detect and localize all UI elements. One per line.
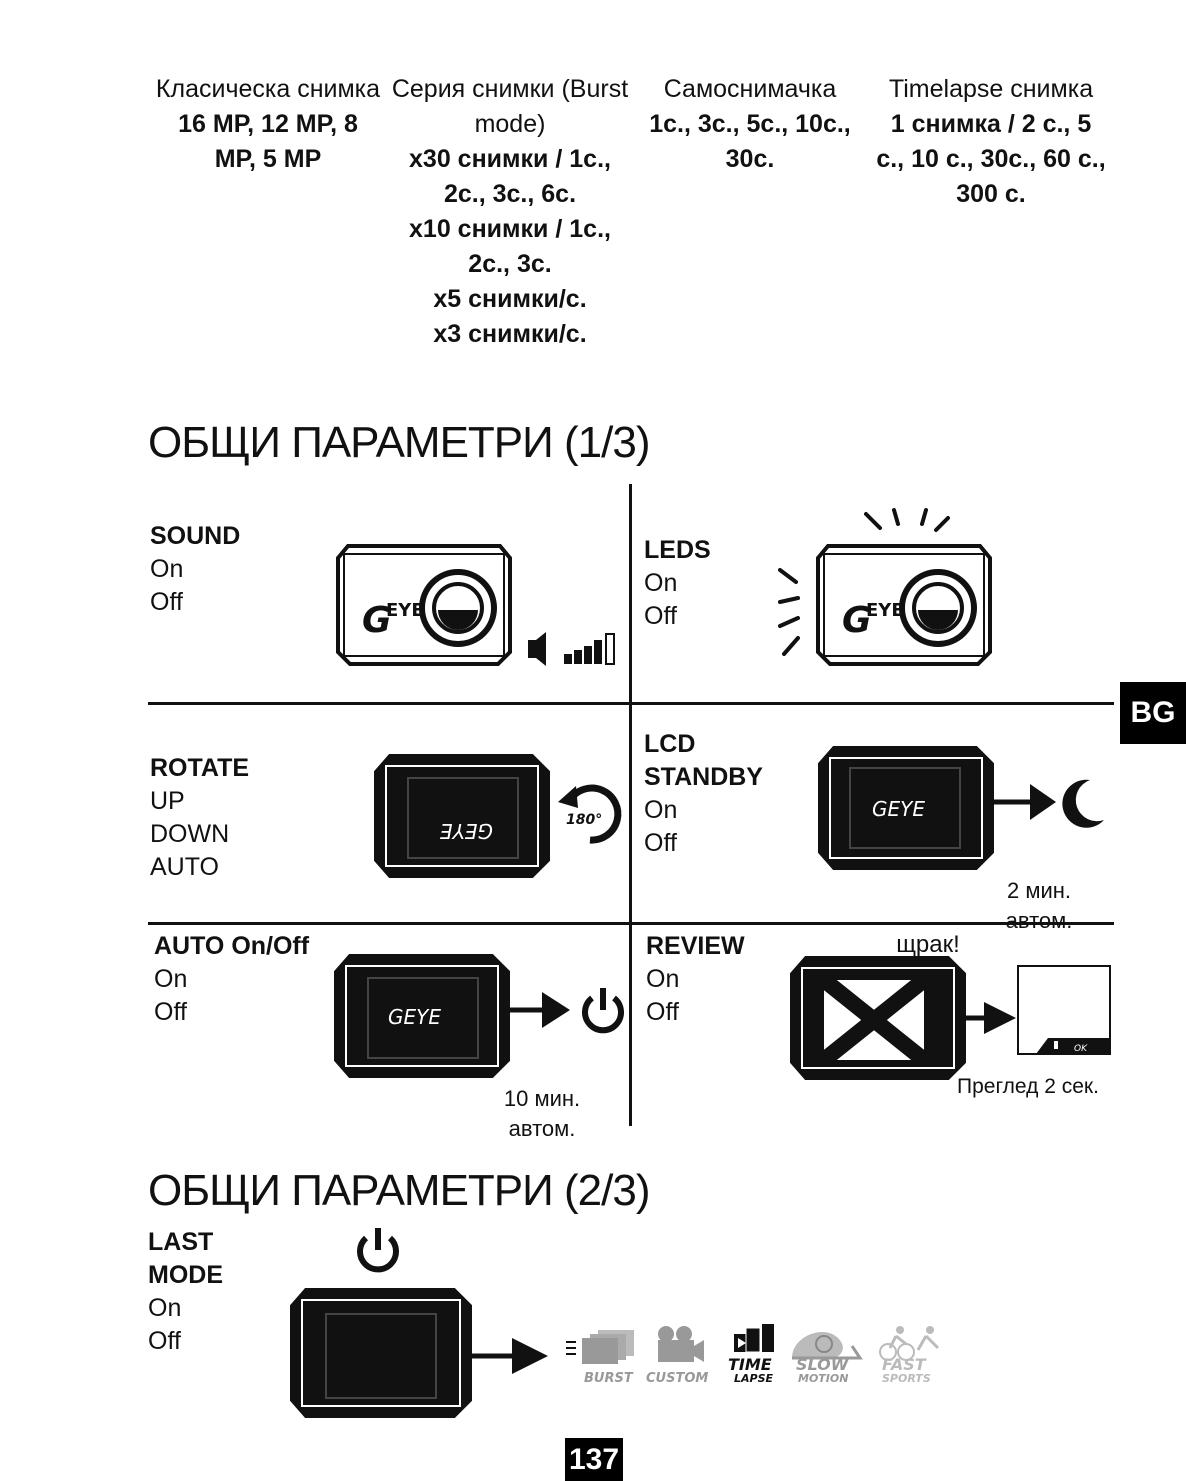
photo-mode-heading: Самоснимачка (663, 75, 837, 103)
svg-text:EYE: EYE (866, 600, 904, 621)
lcd-standby-note: 2 мин. автом. (1005, 878, 1073, 933)
option-off: Off (150, 588, 183, 616)
svg-text:G: G (362, 600, 392, 641)
mode-label-slow: SLOW (796, 1355, 850, 1374)
mode-label-sports: SPORTS (882, 1372, 931, 1385)
rotate-degrees-label: 180° (566, 812, 602, 828)
option-off: Off (646, 998, 679, 1026)
mode-label-time: TIME (728, 1355, 772, 1374)
setting-title: LAST MODE (148, 1228, 223, 1289)
burst-mode-icon: BURST (566, 1330, 634, 1386)
fast-sports-mode-icon: FAST SPORTS (879, 1326, 940, 1385)
option-down: DOWN (150, 820, 230, 848)
option-on: On (154, 965, 188, 993)
photo-mode-details: 1 снимка / 2 с., 5 с., 10 с., 30с., 60 с… (876, 110, 1106, 208)
grid-vertical-divider (629, 484, 632, 1126)
power-icon (357, 1228, 399, 1273)
page-number: 137 (565, 1438, 623, 1481)
setting-title: REVIEW (646, 932, 745, 960)
volume-icon (528, 632, 615, 666)
setting-lcd-standby: LCD STANDBY On Off (644, 728, 763, 860)
photo-mode-burst: Серия снимки (Burst mode) x30 снимки / 1… (388, 72, 632, 352)
ok-label: OK (1074, 1044, 1088, 1054)
rotate-180-icon: 180° (558, 784, 622, 844)
option-off: Off (644, 602, 677, 630)
photo-mode-heading: Серия снимки (Burst mode) (391, 75, 629, 138)
auto-off-note: 10 мин. автом. (503, 1086, 581, 1141)
svg-text:G: G (842, 600, 872, 641)
svg-text:EYE: EYE (386, 600, 424, 621)
moon-icon (1062, 779, 1104, 828)
option-on: On (646, 965, 680, 993)
setting-title: LCD STANDBY (644, 730, 763, 791)
setting-title: AUTO On/Off (154, 932, 310, 960)
slow-motion-mode-icon: SLOW MOTION (792, 1331, 863, 1385)
option-on: On (644, 796, 678, 824)
mode-label-custom: CUSTOM (646, 1371, 708, 1386)
mode-label-lapse: LAPSE (734, 1372, 774, 1385)
option-on: On (644, 569, 678, 597)
photo-mode-details: x30 снимки / 1с., 2с., 3с., 6с. x10 сним… (409, 145, 611, 348)
option-off: Off (154, 998, 187, 1026)
camera-screen-icon: GEYE (334, 954, 510, 1078)
photo-mode-heading: Timelapse снимка (888, 75, 1094, 103)
setting-leds: LEDS On Off (644, 534, 711, 633)
photo-mode-selftimer: Самоснимачка 1с., 3с., 5с., 10с., 30с. (640, 72, 860, 177)
photo-mode-details: 1с., 3с., 5с., 10с., 30с. (649, 110, 851, 173)
section-title-general-2: ОБЩИ ПАРАМЕТРИ (2/3) (148, 1166, 650, 1215)
option-up: UP (150, 787, 185, 815)
setting-review: REVIEW On Off (646, 930, 745, 1029)
click-sound-note: щрак! (896, 931, 960, 958)
setting-rotate: ROTATE UP DOWN AUTO (150, 752, 249, 884)
setting-title: LEDS (644, 536, 711, 564)
section-title-general-1: ОБЩИ ПАРАМЕТРИ (1/3) (148, 418, 650, 467)
setting-title: ROTATE (150, 754, 250, 782)
arrow-to-sleep-icon (994, 779, 1104, 828)
option-on: On (148, 1294, 182, 1322)
arrow-right-icon (472, 1338, 548, 1374)
language-badge: BG (1120, 682, 1186, 744)
setting-title: SOUND (150, 522, 241, 550)
photo-mode-heading: Класическа снимка (155, 75, 381, 103)
setting-last-mode: LAST MODE On Off (148, 1226, 223, 1358)
mode-label-motion: MOTION (798, 1372, 848, 1385)
camera-screen-icon: GEYE (818, 746, 994, 870)
grid-horizontal-divider-2 (148, 922, 1114, 925)
brand-label: GEYE (440, 819, 493, 843)
preview-screen: OK (1017, 965, 1111, 1055)
mode-label-fast: FAST (882, 1355, 927, 1374)
camera-modes-row: BURST CUSTOM TIME LAPSE SLOW MOTION FAST… (566, 1324, 940, 1386)
camera-front-icon: G EYE (336, 544, 512, 666)
custom-mode-icon: CUSTOM (646, 1326, 708, 1386)
camera-capture-icon (790, 956, 966, 1080)
power-icon (582, 988, 624, 1034)
camera-screen-icon (290, 1288, 472, 1418)
photo-mode-details: 16 MP, 12 MP, 8 MP, 5 MP (178, 110, 358, 173)
option-on: On (150, 555, 184, 583)
option-auto: AUTO (150, 853, 219, 881)
camera-rotated-icon: GEYE (374, 754, 550, 878)
brand-label: GEYE (388, 1005, 441, 1029)
option-off: Off (148, 1327, 181, 1355)
photo-mode-classic: Класическа снимка 16 MP, 12 MP, 8 MP, 5 … (150, 72, 386, 177)
arrow-to-preview-icon: OK (966, 965, 1111, 1055)
brand-label: GEYE (872, 797, 925, 821)
option-off: Off (644, 829, 677, 857)
setting-auto-onoff: AUTO On/Off On Off (154, 930, 309, 1029)
grid-horizontal-divider-1 (148, 702, 1114, 705)
arrow-to-power-icon (510, 988, 624, 1034)
review-note: Преглед 2 сек. (957, 1075, 1099, 1098)
photo-mode-timelapse: Timelapse снимка 1 снимка / 2 с., 5 с., … (866, 72, 1116, 212)
camera-leds-icon: G EYE (778, 508, 992, 666)
setting-sound: SOUND On Off (150, 520, 240, 619)
timelapse-mode-icon: TIME LAPSE (728, 1324, 774, 1385)
mode-label-burst: BURST (584, 1371, 634, 1386)
